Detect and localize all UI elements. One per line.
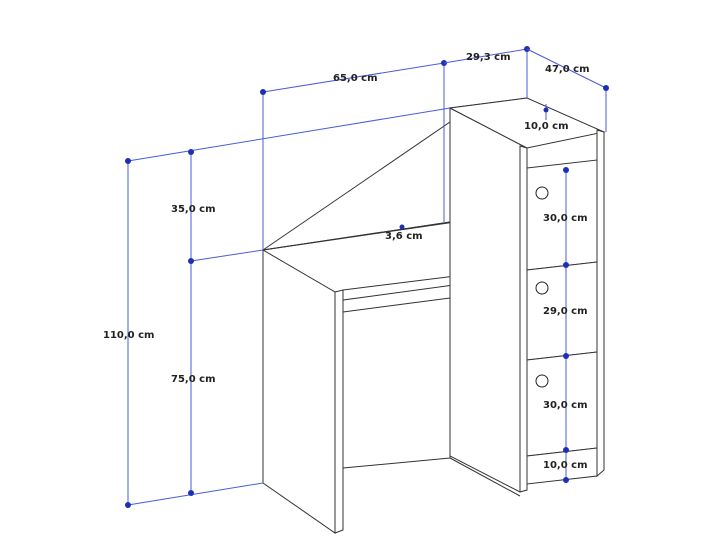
label-desk-width: 65,0 cm	[333, 73, 378, 84]
drawer-top-knob	[535, 186, 549, 200]
label-total-height: 110,0 cm	[103, 330, 154, 341]
dimension-labels: 110,0 cm 35,0 cm 75,0 cm 65,0 cm 29,3 cm…	[103, 52, 590, 471]
underside-edge	[342, 297, 451, 313]
plinth	[526, 447, 598, 485]
label-plinth: 10,0 cm	[543, 460, 588, 471]
drawer-bottom-knob	[535, 374, 549, 388]
left-leg-front	[334, 289, 344, 534]
label-back-lip: 3,6 cm	[385, 231, 423, 242]
desk-structure	[262, 97, 606, 534]
cabinet-right-side	[596, 129, 605, 478]
label-drawer-1: 30,0 cm	[543, 213, 588, 224]
cabinet-divider	[449, 107, 528, 493]
label-desk-height: 75,0 cm	[171, 374, 216, 385]
drawer-middle-knob	[535, 281, 549, 295]
label-drawer-3: 30,0 cm	[543, 400, 588, 411]
back-lip-edge	[262, 221, 456, 251]
label-top-shelf: 10,0 cm	[524, 121, 569, 132]
label-upper-height: 35,0 cm	[171, 204, 216, 215]
label-depth: 47,0 cm	[545, 64, 590, 75]
cabinet-divider-front	[519, 145, 528, 493]
floor-edge	[342, 457, 451, 469]
label-cabinet-width: 29,3 cm	[466, 52, 511, 63]
dimension-lines	[125, 46, 609, 508]
left-leg-side	[262, 249, 336, 534]
label-drawer-2: 29,0 cm	[543, 306, 588, 317]
floor-edge-2	[449, 457, 521, 497]
